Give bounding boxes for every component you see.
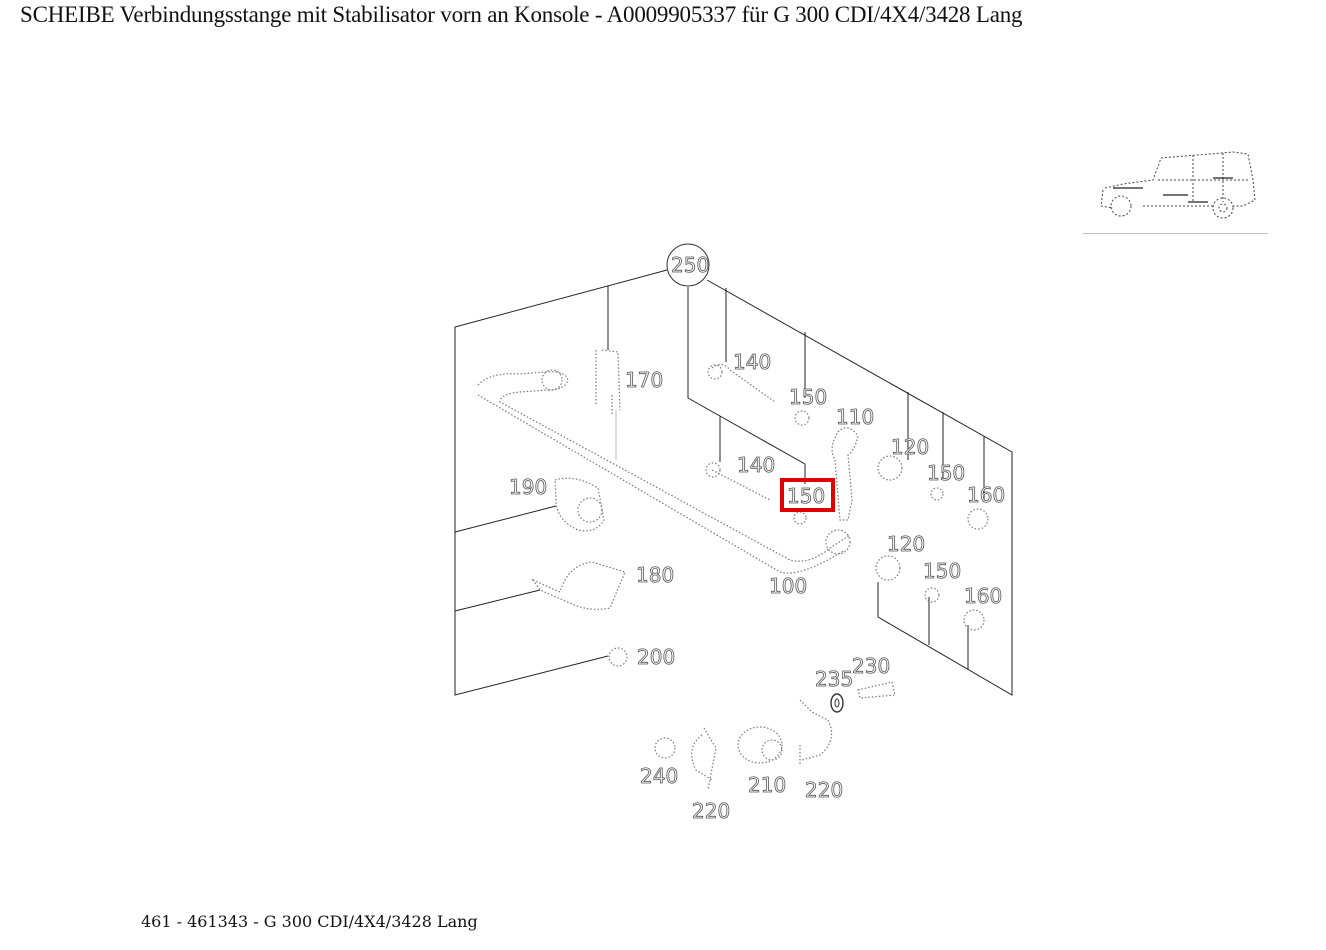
callout-100[interactable]: 100 [769, 574, 808, 599]
callout-190[interactable]: 190 [509, 475, 548, 500]
callout-150[interactable]: 150 [789, 385, 828, 410]
callout-110[interactable]: 110 [836, 405, 875, 430]
leader-lines [454, 269, 1013, 696]
callout-140[interactable]: 140 [737, 453, 776, 478]
page-footer: 461 - 461343 - G 300 CDI/4X4/3428 Lang [141, 912, 478, 931]
callout-220[interactable]: 220 [805, 778, 844, 803]
callout-140[interactable]: 140 [733, 350, 772, 375]
callout-170[interactable]: 170 [625, 368, 664, 393]
thumbnail-divider [1083, 233, 1268, 234]
stabilizer-bar-shape [477, 371, 851, 562]
callout-120[interactable]: 120 [891, 435, 930, 460]
callout-120[interactable]: 120 [887, 532, 926, 557]
callout-220[interactable]: 220 [692, 799, 731, 824]
callout-150[interactable]: 150 [923, 559, 962, 584]
callout-labels: 250 170 140 150 110 120 150 160 140 150 … [509, 253, 1006, 824]
callout-160[interactable]: 160 [967, 483, 1006, 508]
part-shapes [477, 349, 989, 791]
callout-230[interactable]: 230 [852, 654, 891, 679]
page-title: SCHEIBE Verbindungsstange mit Stabilisat… [20, 2, 1023, 27]
callout-240[interactable]: 240 [640, 764, 679, 789]
callout-210[interactable]: 210 [748, 773, 787, 798]
callout-200[interactable]: 200 [637, 645, 676, 670]
vehicle-thumbnail[interactable] [1083, 140, 1268, 235]
callout-180[interactable]: 180 [636, 563, 675, 588]
callout-160[interactable]: 160 [964, 584, 1003, 609]
group-250-circle[interactable] [666, 243, 710, 287]
callout-250[interactable]: 250 [671, 253, 710, 278]
callout-150-highlighted[interactable]: 150 [787, 484, 826, 509]
highlighted-part-box [780, 478, 835, 512]
vehicle-g-class-icon [1100, 151, 1256, 219]
callout-150[interactable]: 150 [927, 461, 966, 486]
callout-235[interactable]: 235 [815, 667, 854, 692]
